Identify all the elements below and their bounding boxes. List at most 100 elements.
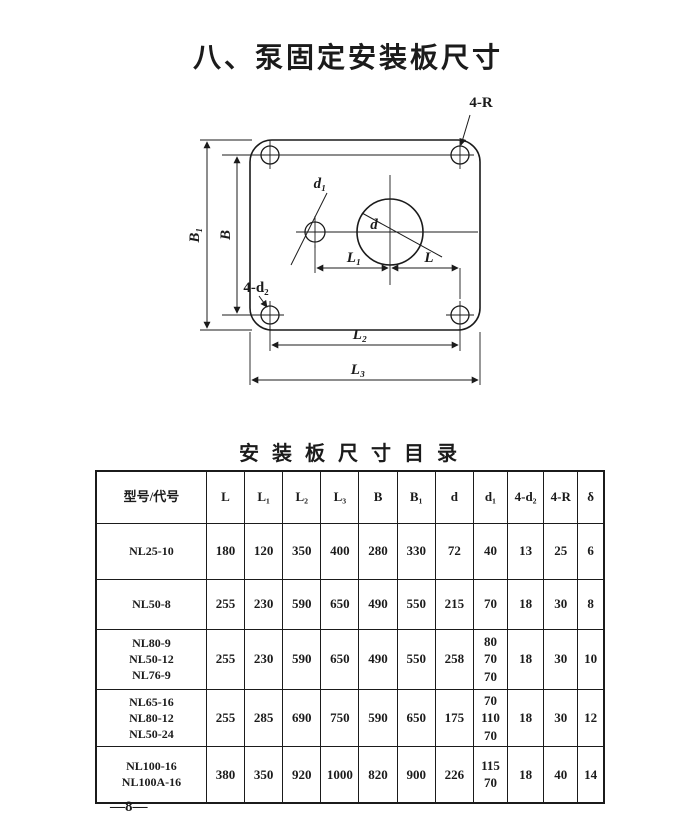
cell-4d2: 18 (507, 688, 545, 748)
col-header-L3: L₃ (320, 470, 360, 524)
mounting-plate-diagram: d d₁ 4-R 4-d₂ B₁ B L₁ L L₂ (187, 95, 493, 385)
cell-L3: 1000 (320, 746, 360, 804)
cell-d1: 70 (472, 578, 509, 630)
cell-L: 180 (205, 522, 246, 580)
cell-d: 175 (434, 688, 474, 748)
col-header-B: B (358, 470, 398, 524)
label-4r: 4-R (469, 95, 492, 111)
table-row: NL50-8 255 230 590 650 490 550 215 70 18… (95, 578, 605, 630)
col-header-B1: B₁ (396, 470, 436, 524)
cell-d1: 115 70 (472, 746, 509, 804)
col-header-L: L (205, 470, 246, 524)
cell-d: 226 (434, 746, 474, 804)
cell-L: 255 (205, 628, 246, 690)
cell-B: 280 (358, 522, 398, 580)
cell-delta: 12 (577, 688, 605, 748)
label-B1: B₁ (187, 227, 203, 243)
col-header-delta: δ (577, 470, 605, 524)
col-header-4d2: 4-d₂ (507, 470, 545, 524)
cell-4R: 40 (543, 746, 579, 804)
table-header-row: 型号/代号 L L₁ L₂ L₃ B B₁ d d₁ 4-d₂ 4-R δ (95, 470, 605, 524)
label-4d2: 4-d₂ (243, 280, 269, 296)
cell-L1: 350 (244, 746, 284, 804)
cell-L2: 350 (282, 522, 322, 580)
label-L1: L₁ (346, 250, 361, 266)
dim-L1-L (314, 245, 461, 299)
cell-L1: 230 (244, 628, 284, 690)
cell-B: 490 (358, 628, 398, 690)
cell-L3: 650 (320, 578, 360, 630)
table-row: NL65-16 NL80-12 NL50-24 255 285 690 750 … (95, 688, 605, 748)
cell-model: NL100-16 NL100A-16 (95, 746, 207, 804)
page-title: 八、泵固定安装板尺寸 (192, 41, 503, 74)
cell-model: NL65-16 NL80-12 NL50-24 (95, 688, 207, 748)
cell-L1: 120 (244, 522, 284, 580)
col-header-model: 型号/代号 (95, 470, 207, 524)
cell-delta: 14 (577, 746, 605, 804)
cell-L3: 650 (320, 628, 360, 690)
table-title: 安装板尺寸目录 (239, 441, 470, 465)
corner-radius-leader (459, 114, 471, 146)
cell-L2: 690 (282, 688, 322, 748)
cell-model: NL80-9 NL50-12 NL76-9 (95, 628, 207, 690)
table-row: NL25-10 180 120 350 400 280 330 72 40 13… (95, 522, 605, 580)
cell-B: 820 (358, 746, 398, 804)
cell-L3: 750 (320, 688, 360, 748)
cell-d1: 40 (472, 522, 509, 580)
table-row: NL80-9 NL50-12 NL76-9 255 230 590 650 49… (95, 628, 605, 690)
cell-L: 380 (205, 746, 246, 804)
cell-B: 490 (358, 578, 398, 630)
cell-d1: 80 70 70 (472, 628, 509, 690)
label-B: B (218, 230, 234, 241)
corner-hole-leader (258, 295, 268, 308)
cell-delta: 8 (577, 578, 605, 630)
col-header-4R: 4-R (543, 470, 579, 524)
cell-B1: 330 (396, 522, 436, 580)
dim-L3 (249, 332, 481, 385)
cell-B1: 550 (396, 628, 436, 690)
cell-L1: 230 (244, 578, 284, 630)
bore-circles (290, 175, 478, 285)
cell-L: 255 (205, 578, 246, 630)
cell-L1: 285 (244, 688, 284, 748)
cell-d: 215 (434, 578, 474, 630)
dim-B (222, 154, 256, 316)
cell-L2: 920 (282, 746, 322, 804)
label-L3: L₃ (350, 362, 365, 378)
cell-4R: 30 (543, 688, 579, 748)
dim-B1 (200, 139, 252, 331)
label-L2: L₂ (352, 327, 367, 343)
col-header-L2: L₂ (282, 470, 322, 524)
cell-model: NL50-8 (95, 578, 207, 630)
cell-L3: 400 (320, 522, 360, 580)
corner-holes (256, 141, 474, 329)
cell-d: 72 (434, 522, 474, 580)
cell-delta: 6 (577, 522, 605, 580)
cell-L2: 590 (282, 578, 322, 630)
cell-B1: 650 (396, 688, 436, 748)
cell-4d2: 18 (507, 578, 545, 630)
cell-model: NL25-10 (95, 522, 207, 580)
cell-B1: 550 (396, 578, 436, 630)
cell-delta: 10 (577, 628, 605, 690)
col-header-d: d (434, 470, 474, 524)
cell-4d2: 13 (507, 522, 545, 580)
cell-4R: 30 (543, 628, 579, 690)
label-L: L (423, 250, 433, 266)
cell-4d2: 18 (507, 746, 545, 804)
cell-B1: 900 (396, 746, 436, 804)
cell-d1: 70 110 70 (472, 688, 509, 748)
page-number: —8— (110, 799, 148, 815)
cell-4R: 25 (543, 522, 579, 580)
cell-L2: 590 (282, 628, 322, 690)
dimension-table: 型号/代号 L L₁ L₂ L₃ B B₁ d d₁ 4-d₂ 4-R δ NL… (95, 470, 605, 804)
plate-outline (249, 139, 481, 331)
col-header-d1: d₁ (472, 470, 509, 524)
cell-B: 590 (358, 688, 398, 748)
table-row: NL100-16 NL100A-16 380 350 920 1000 820 … (95, 746, 605, 804)
dim-L2 (269, 326, 461, 351)
col-header-L1: L₁ (244, 470, 284, 524)
cell-4d2: 18 (507, 628, 545, 690)
cell-d: 258 (434, 628, 474, 690)
cell-4R: 30 (543, 578, 579, 630)
